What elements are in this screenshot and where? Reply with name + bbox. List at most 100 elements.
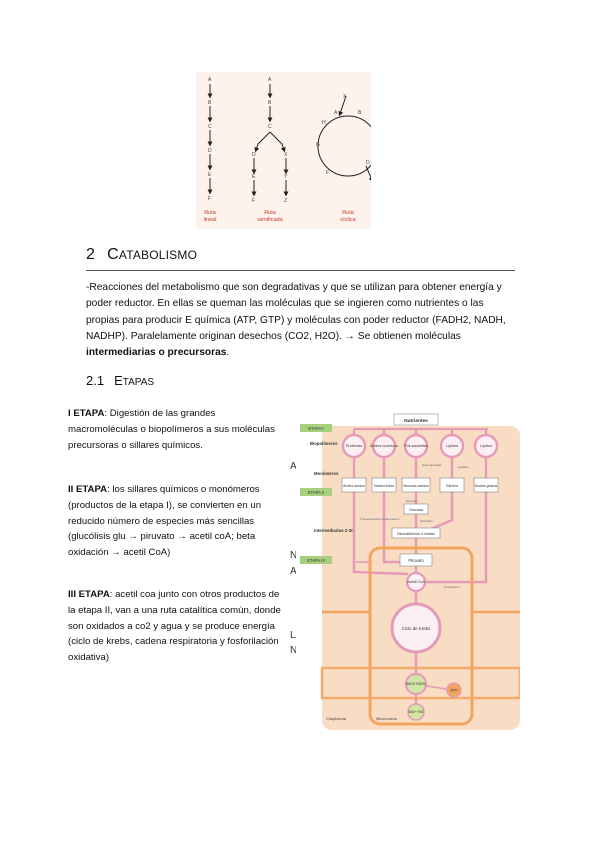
route-label-cyclic-1: Ruta	[342, 210, 355, 216]
svg-text:D: D	[252, 152, 256, 158]
glucose-label: Glucosa	[409, 508, 424, 512]
subsection-heading: 2.1 Etapas	[86, 373, 154, 388]
stage-tag-1-label: ETAPA I	[308, 426, 323, 431]
svg-text:G: G	[316, 142, 320, 148]
minor-label-hexokinase: Hexokin.	[406, 499, 418, 503]
monomer-monosaccharides: Monosa-cáridos	[403, 484, 429, 488]
svg-text:D: D	[366, 160, 370, 166]
cut-fragment-5: N,	[290, 645, 300, 656]
svg-text:X: X	[343, 94, 347, 100]
svg-text:B: B	[268, 100, 272, 106]
minor-label-lipolysis: Lipólisis	[458, 465, 469, 469]
nutrients-box	[393, 413, 439, 426]
svg-text:A: A	[334, 110, 338, 116]
svg-text:Z: Z	[284, 198, 287, 204]
biopolymer-nucleic-acids: Ácidos nucleicos	[370, 444, 398, 448]
biopolymer-lipids-1: Lípidos	[446, 444, 458, 448]
route-label-cyclic-2: cíclica	[340, 217, 356, 223]
stage-3-text: : acetil coa junto con otros productos d…	[68, 589, 281, 664]
minor-label-glycolysis: Glucólisis	[420, 519, 433, 523]
stage-tag-3-label: ETAPA III	[307, 558, 325, 563]
g3p-box	[391, 527, 441, 539]
monomer-boxes	[341, 477, 499, 493]
subsection-title-initial: E	[114, 373, 123, 388]
stage-2-text: : los sillares químicos o monómeros (pro…	[68, 484, 262, 559]
svg-text:A: A	[268, 77, 272, 83]
svg-text:E: E	[208, 172, 212, 178]
biopolymer-proteins: Proteínas	[346, 444, 362, 448]
stage-tag-3	[300, 556, 332, 564]
route-label-linear-1: Ruta	[204, 210, 217, 216]
route-types-figure: ABC DEF ABC DX EY FZ XAB CDE	[196, 72, 371, 229]
stage-tag-1	[300, 424, 332, 432]
monomer-nucleotides: Nucleó-tidos	[374, 484, 394, 488]
section-title-rest: atabolismo	[118, 248, 198, 262]
minor-label-beta-oxidation: β-oxidación	[444, 585, 460, 589]
stage-tag-2-label: ETAPA II	[308, 490, 324, 495]
stage-3-paragraph: III ETAPA: acetil coa junto con otros pr…	[68, 587, 283, 666]
stage-2-paragraph: II ETAPA: los sillares químicos o monóme…	[68, 482, 283, 561]
svg-text:H: H	[322, 120, 326, 126]
svg-text:F: F	[208, 196, 211, 202]
monomer-glycerol: Glicerol	[446, 484, 458, 488]
stage-1-paragraph: I ETAPA: Digestión de las grandes macrom…	[68, 406, 283, 453]
nutrients-label: Nutrientes	[404, 418, 428, 424]
biopolymer-circles	[341, 433, 499, 459]
krebs-cycle-circle	[390, 602, 442, 654]
monomer-fatty-acids: Ácidos grasos	[475, 484, 498, 488]
nad-label: NAD⁺ FAD	[408, 710, 424, 714]
mitochondria-frame	[368, 546, 474, 726]
svg-text:A: A	[208, 77, 212, 83]
acetyl-coa-circle	[405, 571, 427, 593]
section-divider	[86, 270, 515, 271]
krebs-cycle-label: Ciclo de Krebs	[402, 626, 431, 631]
row-label-intermediates: Intermediarios 2-3C	[314, 528, 354, 533]
biopolymer-lipids-2: Lípidos	[480, 444, 492, 448]
cut-fragment-2: N	[290, 550, 298, 561]
svg-text:B: B	[208, 100, 212, 106]
biopolymer-polysaccharides: Poli-sacáridos	[404, 444, 428, 448]
pyruvate-label: Piruvato	[408, 558, 424, 563]
catabolism-diagram: ETAPA I ETAPA II ETAPA III Biopolímeros …	[296, 412, 520, 730]
glucose-box	[403, 503, 429, 515]
svg-text:B: B	[358, 110, 362, 116]
pyruvate-box	[399, 553, 433, 567]
g3p-label: Gliceraldehído-3-fosfato	[397, 532, 435, 536]
section-heading: 2Catabolismo	[86, 246, 197, 264]
route-label-branched-1: Ruta	[264, 210, 277, 216]
minor-label-glycogenolysis: Glucogenólisis	[422, 463, 442, 467]
svg-text:C: C	[268, 124, 272, 130]
nadh-circle	[405, 673, 427, 695]
intro-end: .	[226, 347, 230, 359]
svg-text:E: E	[252, 174, 256, 180]
stage-1-label: I ETAPA	[68, 408, 105, 419]
route-label-linear-2: lineal	[204, 217, 217, 223]
subsection-number: 2.1	[86, 373, 105, 388]
acetyl-coa-label: Acetil CoA	[407, 580, 425, 584]
route-label-branched-2: ramificada	[257, 217, 283, 223]
section-number: 2	[86, 246, 96, 263]
intro-bold-text: intermediarias o precursoras	[86, 347, 227, 359]
stage-tag-2	[300, 488, 332, 496]
svg-text:Y: Y	[284, 174, 288, 180]
subsection-title-rest: tapas	[122, 377, 155, 388]
atp-circle	[446, 682, 462, 698]
svg-text:C: C	[208, 124, 212, 130]
svg-text:D: D	[208, 148, 212, 154]
intro-paragraph: -Reacciones del metabolismo que son degr…	[86, 280, 518, 361]
cyclic-route	[317, 95, 371, 183]
minor-label-transamination: Transaminación Deaminación	[360, 517, 400, 521]
mitochondria-label: Mitocondria	[376, 716, 397, 721]
branched-route	[251, 84, 289, 197]
intro-text: -Reacciones del metabolismo que son degr…	[86, 282, 506, 342]
cytoplasm-label: Citoplasma	[326, 716, 347, 721]
nadh-label: NADH FADH₂	[406, 682, 428, 686]
row-label-monomers: Monómeros	[314, 471, 339, 476]
section-title-initial: C	[107, 246, 119, 263]
stage-2-label: II ETAPA	[68, 484, 108, 495]
monomer-amino-acids: Amino-ácidos	[343, 484, 365, 488]
stage-3-label: III ETAPA	[68, 589, 110, 600]
stage-1-text: : Digestión de las grandes macromolécula…	[68, 408, 275, 451]
svg-text:X: X	[284, 152, 288, 158]
svg-text:F: F	[252, 198, 255, 204]
